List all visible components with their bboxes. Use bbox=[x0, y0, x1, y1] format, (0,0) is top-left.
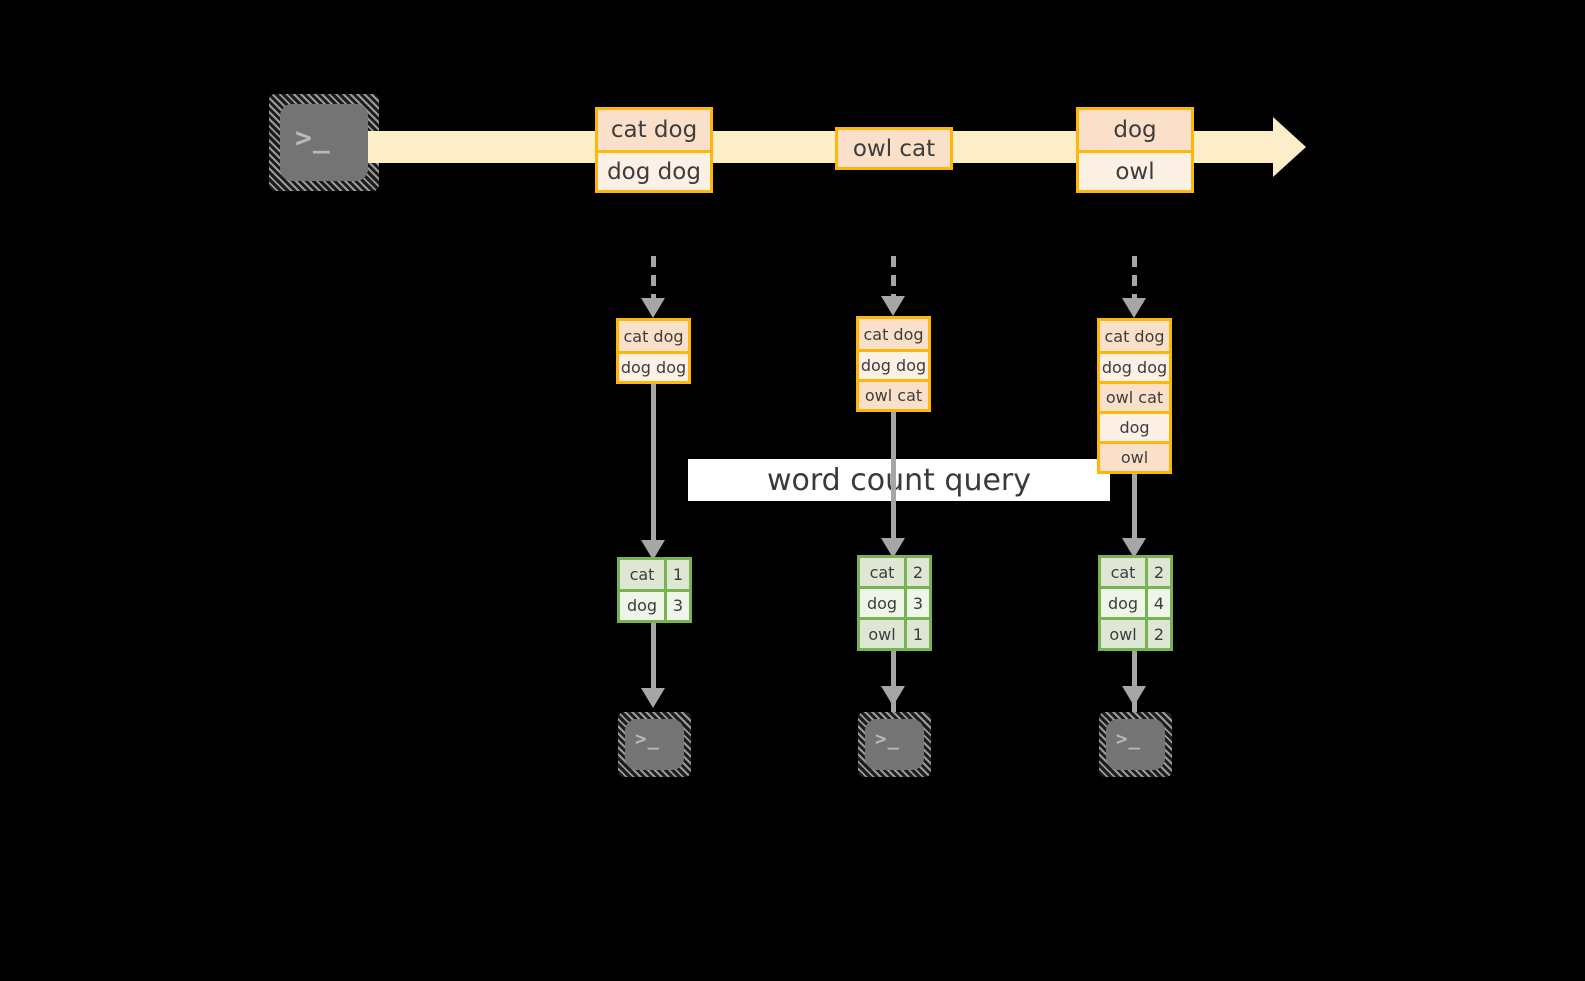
sink-connector-arrowhead-1 bbox=[641, 688, 665, 708]
table-cell-count: 2 bbox=[904, 558, 929, 586]
stream-event-group-1: cat dog dog dog bbox=[595, 107, 713, 193]
accumulated-event-line: owl bbox=[1100, 441, 1169, 471]
table-row: cat 2 bbox=[1101, 558, 1170, 586]
accumulated-event-line: dog dog bbox=[619, 351, 688, 381]
table-cell-count: 3 bbox=[904, 589, 929, 617]
terminal-body bbox=[1106, 719, 1165, 770]
query-connector-arrowhead-1 bbox=[641, 540, 665, 560]
table-cell-word: owl bbox=[1101, 620, 1145, 648]
terminal-prompt-glyph: >_ bbox=[635, 728, 660, 750]
query-connector-arrowhead-2 bbox=[881, 538, 905, 558]
terminal-body bbox=[625, 719, 684, 770]
sink-terminal-icon-2: >_ bbox=[858, 712, 931, 777]
result-table-1: cat 1 dog 3 bbox=[617, 557, 692, 623]
stream-tap-arrowhead-1 bbox=[641, 298, 665, 318]
table-cell-count: 1 bbox=[904, 620, 929, 648]
accumulated-event-line: cat dog bbox=[859, 319, 928, 349]
table-cell-count: 2 bbox=[1145, 620, 1170, 648]
accumulated-event-line: owl cat bbox=[859, 379, 928, 409]
sink-connector-line-1 bbox=[651, 623, 656, 692]
stream-tap-line-2 bbox=[891, 256, 896, 298]
accumulated-event-line: owl cat bbox=[1100, 381, 1169, 411]
accumulated-events-2: cat dog dog dog owl cat bbox=[856, 316, 931, 412]
table-cell-word: cat bbox=[1101, 558, 1145, 586]
accumulated-event-line: cat dog bbox=[1100, 321, 1169, 351]
accumulated-events-1: cat dog dog dog bbox=[616, 318, 691, 384]
terminal-prompt-glyph: >_ bbox=[875, 728, 900, 750]
stream-tap-arrowhead-3 bbox=[1122, 298, 1146, 318]
table-cell-word: dog bbox=[1101, 589, 1145, 617]
table-row: dog 3 bbox=[860, 586, 929, 617]
sink-connector-line-2 bbox=[891, 651, 896, 717]
table-cell-word: owl bbox=[860, 620, 904, 648]
result-table-2: cat 2 dog 3 owl 1 bbox=[857, 555, 932, 651]
query-connector-line-1 bbox=[651, 384, 656, 545]
table-cell-count: 1 bbox=[664, 560, 689, 589]
stream-tap-arrowhead-2 bbox=[881, 296, 905, 316]
query-connector-line-3 bbox=[1132, 474, 1137, 543]
sink-connector-arrowhead-3 bbox=[1122, 686, 1146, 706]
table-row: dog 3 bbox=[620, 588, 689, 620]
sink-terminal-icon-3: >_ bbox=[1099, 712, 1172, 777]
query-banner-label: word count query bbox=[766, 462, 1032, 498]
stream-event-line: dog dog bbox=[598, 150, 710, 190]
table-row: cat 1 bbox=[620, 560, 689, 589]
terminal-prompt-glyph: >_ bbox=[295, 121, 331, 154]
accumulated-event-line: dog dog bbox=[859, 349, 928, 379]
query-connector-line-2 bbox=[891, 412, 896, 543]
table-cell-word: dog bbox=[620, 591, 664, 620]
stream-event-line: dog bbox=[1079, 110, 1191, 150]
stream-event-line: owl cat bbox=[838, 130, 950, 167]
query-connector-arrowhead-3 bbox=[1122, 538, 1146, 558]
stream-event-group-3: dog owl bbox=[1076, 107, 1194, 193]
result-table-3: cat 2 dog 4 owl 2 bbox=[1098, 555, 1173, 651]
terminal-prompt-glyph: >_ bbox=[1116, 728, 1141, 750]
table-row: owl 1 bbox=[860, 617, 929, 648]
table-cell-count: 3 bbox=[664, 591, 689, 620]
table-cell-word: dog bbox=[860, 589, 904, 617]
table-cell-count: 2 bbox=[1145, 558, 1170, 586]
stream-event-line: cat dog bbox=[598, 110, 710, 150]
stream-tap-line-3 bbox=[1132, 256, 1137, 300]
sink-connector-arrowhead-2 bbox=[881, 686, 905, 706]
sink-terminal-icon-1: >_ bbox=[618, 712, 691, 777]
table-cell-word: cat bbox=[860, 558, 904, 586]
accumulated-event-line: cat dog bbox=[619, 321, 688, 351]
query-banner: word count query bbox=[688, 459, 1110, 501]
accumulated-event-line: dog bbox=[1100, 411, 1169, 441]
terminal-body bbox=[280, 104, 368, 181]
accumulated-events-3: cat dog dog dog owl cat dog owl bbox=[1097, 318, 1172, 474]
source-terminal-icon: >_ bbox=[269, 94, 379, 191]
table-row: owl 2 bbox=[1101, 617, 1170, 648]
table-cell-count: 4 bbox=[1145, 589, 1170, 617]
stream-event-group-2: owl cat bbox=[835, 127, 953, 170]
table-row: dog 4 bbox=[1101, 586, 1170, 617]
sink-connector-line-3 bbox=[1132, 651, 1137, 717]
table-cell-word: cat bbox=[620, 560, 664, 589]
stream-event-line: owl bbox=[1079, 150, 1191, 190]
accumulated-event-line: dog dog bbox=[1100, 351, 1169, 381]
stream-tap-line-1 bbox=[651, 256, 656, 300]
terminal-body bbox=[865, 719, 924, 770]
stream-arrow-head bbox=[1273, 117, 1309, 177]
table-row: cat 2 bbox=[860, 558, 929, 586]
